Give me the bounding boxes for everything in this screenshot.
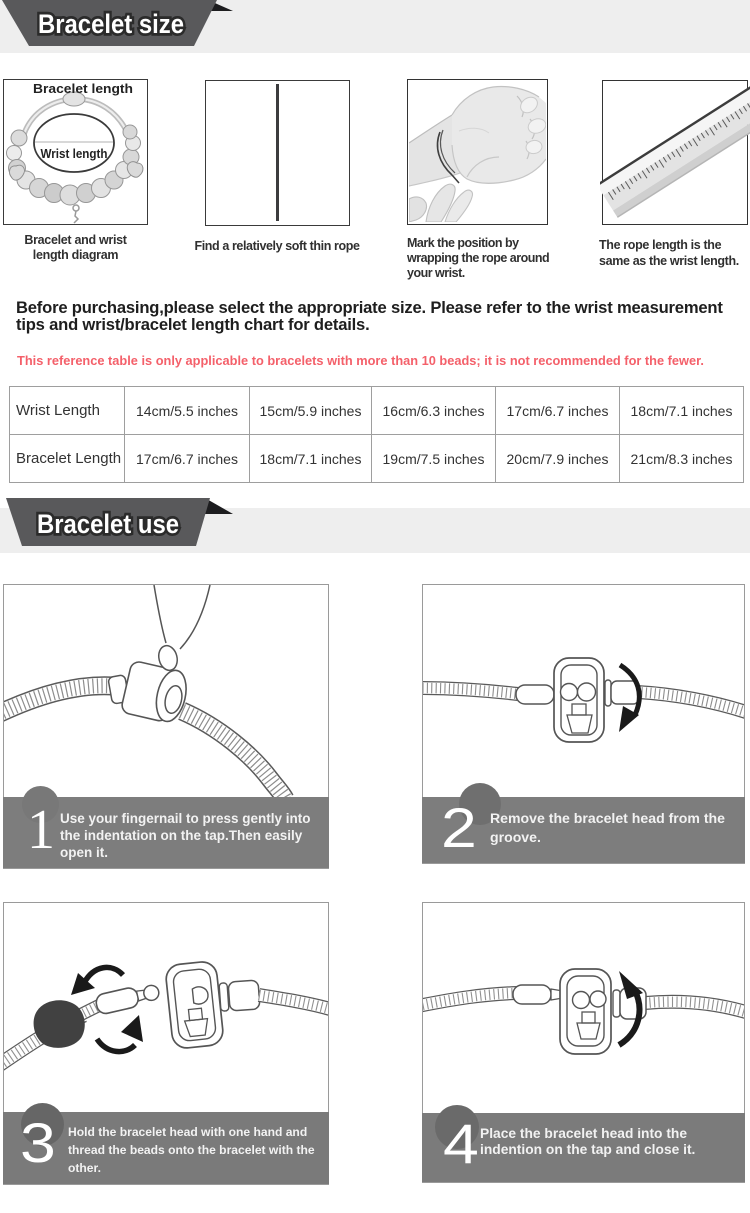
svg-text:Bracelet use: Bracelet use: [37, 509, 179, 539]
svg-text:Wrist length: Wrist length: [41, 147, 108, 161]
svg-text:Bracelet length: Bracelet length: [33, 81, 133, 96]
svg-text:Bracelet size: Bracelet size: [38, 9, 184, 39]
